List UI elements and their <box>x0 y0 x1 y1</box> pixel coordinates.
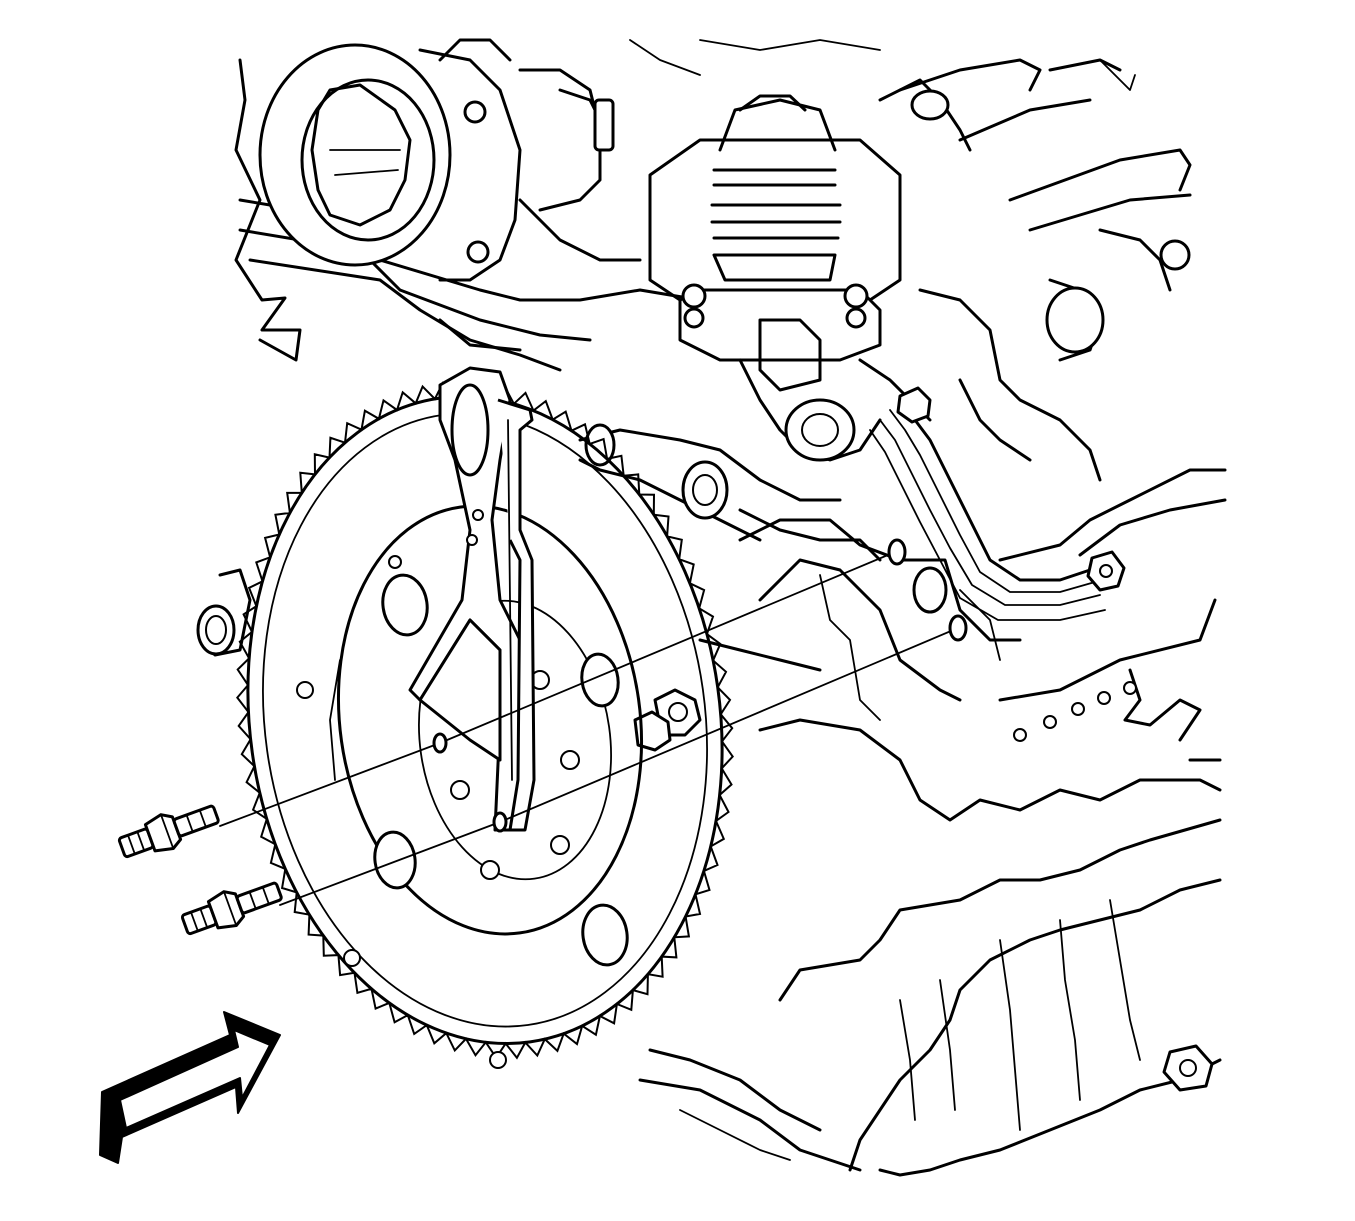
engine-block <box>196 58 1227 1177</box>
bolt <box>180 881 283 936</box>
bolt <box>117 804 220 859</box>
ring-gear <box>236 380 734 1060</box>
mounting-bolt <box>633 688 702 752</box>
fastener-row <box>1013 681 1137 742</box>
view-direction-arrow-icon <box>99 1011 281 1164</box>
alignment-lines <box>219 538 968 906</box>
ring-gear-teeth <box>236 380 734 1060</box>
intake-manifold <box>238 39 1192 482</box>
bracket <box>408 366 536 832</box>
egr-valve <box>648 94 932 462</box>
oil-pan-bolt <box>1162 1044 1214 1092</box>
wiring-harness <box>869 386 1126 621</box>
throttle-body <box>258 38 642 282</box>
